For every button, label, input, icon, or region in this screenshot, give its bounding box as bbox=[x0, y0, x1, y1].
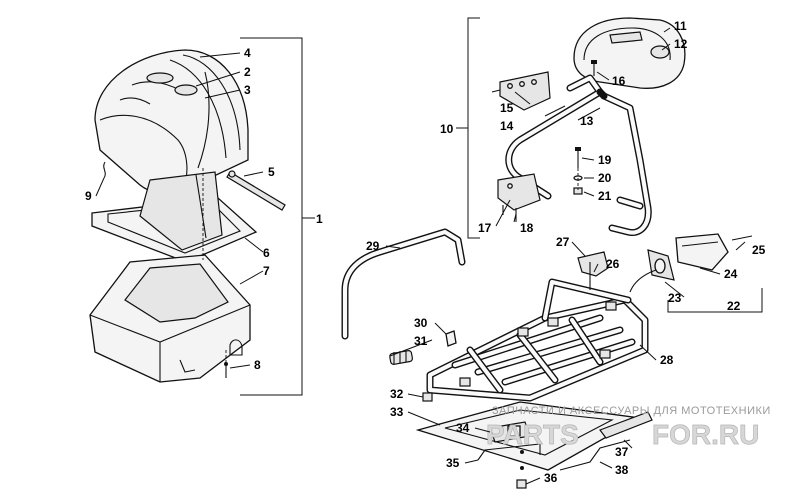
nut-36 bbox=[516, 479, 527, 489]
callout-30: 30 bbox=[414, 316, 428, 330]
storage-box-assembly bbox=[89, 37, 315, 396]
callout-2: 2 bbox=[244, 65, 251, 79]
callout-15: 15 bbox=[500, 101, 514, 115]
rear-rail-tube bbox=[341, 228, 466, 340]
callout-7: 7 bbox=[263, 264, 270, 278]
nut-32 bbox=[422, 392, 433, 402]
backrest-bracket bbox=[497, 173, 541, 215]
callout-31: 31 bbox=[414, 334, 428, 348]
backrest-mount-plate bbox=[491, 71, 551, 111]
callout-26: 26 bbox=[606, 257, 620, 271]
watermark-logo-right: FOR.RU bbox=[652, 419, 759, 450]
watermark-logo-left: PARTS bbox=[486, 419, 579, 450]
callout-21: 21 bbox=[598, 189, 612, 203]
rack-assembly bbox=[341, 208, 653, 489]
tail-light-wire bbox=[629, 235, 753, 293]
callout-28: 28 bbox=[660, 353, 674, 367]
callout-16: 16 bbox=[612, 74, 626, 88]
storage-box-base bbox=[89, 254, 251, 383]
rack-bracket bbox=[577, 251, 609, 290]
callout-8: 8 bbox=[254, 358, 261, 372]
callout-14: 14 bbox=[500, 119, 514, 133]
storage-lid bbox=[94, 49, 249, 195]
screw-9 bbox=[103, 161, 106, 179]
callout-34: 34 bbox=[456, 421, 470, 435]
strap-35 bbox=[477, 443, 541, 461]
callout-37: 37 bbox=[615, 445, 629, 459]
callout-19: 19 bbox=[598, 153, 612, 167]
backrest-assembly bbox=[456, 17, 686, 239]
callout-1: 1 bbox=[316, 212, 323, 226]
callout-32: 32 bbox=[390, 387, 404, 401]
reflector-37 bbox=[599, 411, 653, 439]
spacer-30 bbox=[445, 330, 457, 347]
tail-light-lens bbox=[647, 249, 675, 281]
watermark: ЗАПЧАСТИ И АКСЕССУАРЫ ДЛЯ МОТОТЕХНИКИ PA… bbox=[486, 405, 771, 450]
callout-4: 4 bbox=[244, 46, 251, 60]
bolt-16 bbox=[591, 60, 597, 76]
callout-27: 27 bbox=[556, 235, 570, 249]
strap-38 bbox=[559, 439, 631, 471]
callout-24: 24 bbox=[724, 267, 738, 281]
callout-25: 25 bbox=[752, 243, 766, 257]
backrest-pad bbox=[573, 17, 686, 89]
callout-29: 29 bbox=[366, 239, 380, 253]
callout-10: 10 bbox=[440, 122, 454, 136]
callout-17: 17 bbox=[478, 221, 492, 235]
screw-8 bbox=[224, 362, 228, 378]
tail-light-assembly bbox=[629, 233, 763, 313]
callout-33: 33 bbox=[390, 405, 404, 419]
callout-12: 12 bbox=[674, 37, 688, 51]
box-gasket bbox=[91, 171, 258, 263]
callout-35: 35 bbox=[446, 456, 460, 470]
callout-38: 38 bbox=[615, 463, 629, 477]
callout-36: 36 bbox=[544, 471, 558, 485]
callout-18: 18 bbox=[520, 221, 534, 235]
callout-22: 22 bbox=[727, 299, 741, 313]
callout-5: 5 bbox=[268, 165, 275, 179]
latch-rod bbox=[226, 170, 286, 211]
callout-13: 13 bbox=[580, 114, 594, 128]
callout-9: 9 bbox=[85, 189, 92, 203]
rack-frame bbox=[426, 278, 649, 402]
tail-light-housing bbox=[675, 233, 729, 271]
callout-6: 6 bbox=[263, 246, 270, 260]
callout-labels: 1 2 3 4 5 6 7 8 9 10 11 12 13 14 15 16 1… bbox=[85, 19, 766, 485]
leader-lines bbox=[95, 27, 746, 485]
bolt-19 bbox=[575, 147, 581, 168]
rubber-pad-34 bbox=[489, 421, 531, 443]
watermark-caption: ЗАПЧАСТИ И АКСЕССУАРЫ ДЛЯ МОТОТЕХНИКИ bbox=[492, 405, 771, 417]
callout-11: 11 bbox=[674, 19, 687, 33]
callout-23: 23 bbox=[668, 291, 682, 305]
callout-20: 20 bbox=[598, 171, 612, 185]
callout-3: 3 bbox=[244, 83, 251, 97]
